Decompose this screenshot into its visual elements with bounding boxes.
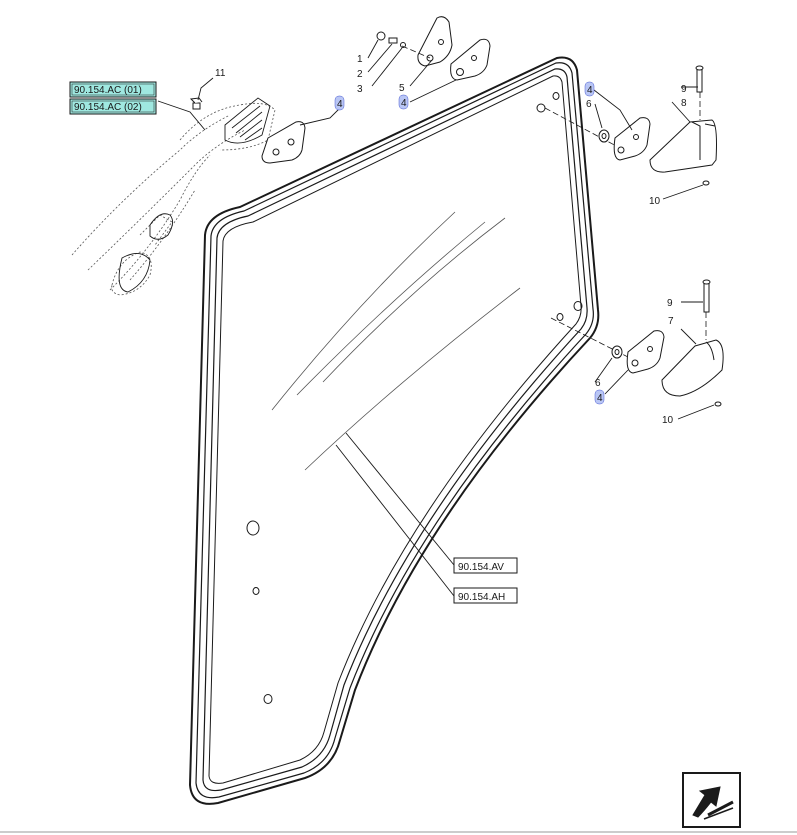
callout-10-upper: 10 — [649, 196, 661, 207]
ref-av-label: 90.154.AV — [458, 562, 504, 573]
callout-8: 8 — [681, 98, 687, 109]
hinge-bracket-left — [261, 121, 306, 164]
phantom-handle-assembly — [71, 102, 276, 296]
screw-11-icon — [189, 97, 203, 110]
washer-6-lower — [611, 345, 623, 359]
hinge-plate-top-5 — [417, 16, 453, 67]
handle-grip-detail — [118, 97, 271, 293]
ref-link-ac02[interactable]: 90.154.AC (02) — [69, 98, 157, 115]
callout-2: 2 — [357, 69, 363, 80]
ref-link-ac01[interactable]: 90.154.AC (01) — [69, 81, 157, 98]
callout-4-lower-right[interactable]: 4 — [594, 389, 605, 405]
callout-7: 7 — [668, 316, 674, 327]
ref-ac01-label: 90.154.AC (01) — [74, 85, 142, 96]
clip-10-upper — [702, 180, 710, 186]
callout-4-upper-right[interactable]: 4 — [584, 81, 595, 97]
pin-9-lower — [702, 279, 711, 313]
callout-6-lower: 6 — [595, 378, 601, 389]
bolt-set-top — [376, 31, 406, 48]
hinge-8-upper — [649, 119, 717, 173]
callout-9-upper: 9 — [681, 84, 687, 95]
leader-lines — [157, 39, 715, 597]
door-glass-seal — [188, 56, 600, 805]
svg-text:4: 4 — [337, 99, 343, 110]
ref-box-ah: 90.154.AH — [453, 587, 518, 604]
callout-5: 5 — [399, 83, 405, 94]
glass-reflection-lines — [271, 211, 521, 471]
ref-ac02-label: 90.154.AC (02) — [74, 102, 142, 113]
hinge-plate-upper-4 — [613, 117, 651, 161]
hinge-7-lower — [661, 339, 724, 397]
ref-box-av: 90.154.AV — [453, 557, 518, 574]
callout-1: 1 — [357, 54, 363, 65]
hinge-plate-lower-4 — [626, 330, 665, 374]
svg-text:4: 4 — [401, 98, 407, 109]
svg-text:4: 4 — [587, 85, 593, 96]
callout-10-lower: 10 — [662, 415, 674, 426]
callout-4-top[interactable]: 4 — [398, 94, 409, 110]
highlighted-callouts[interactable]: 4 4 4 4 — [334, 81, 605, 405]
callout-6-upper: 6 — [586, 99, 592, 110]
callout-3: 3 — [357, 84, 363, 95]
hinge-plate-top-4 — [450, 38, 491, 81]
washer-6-upper — [598, 129, 610, 143]
callout-9-lower: 9 — [667, 298, 673, 309]
svg-text:4: 4 — [597, 393, 603, 404]
ref-ah-label: 90.154.AH — [458, 592, 505, 603]
glass-holes — [246, 92, 583, 704]
callout-4-left[interactable]: 4 — [334, 95, 345, 111]
clip-10-lower — [714, 401, 722, 407]
next-page-arrow-icon[interactable] — [682, 772, 741, 828]
pin-9-upper — [695, 65, 704, 93]
callout-11: 11 — [215, 68, 226, 79]
callout-numbers: 1 2 3 5 11 9 8 6 10 9 7 6 10 — [215, 54, 687, 426]
